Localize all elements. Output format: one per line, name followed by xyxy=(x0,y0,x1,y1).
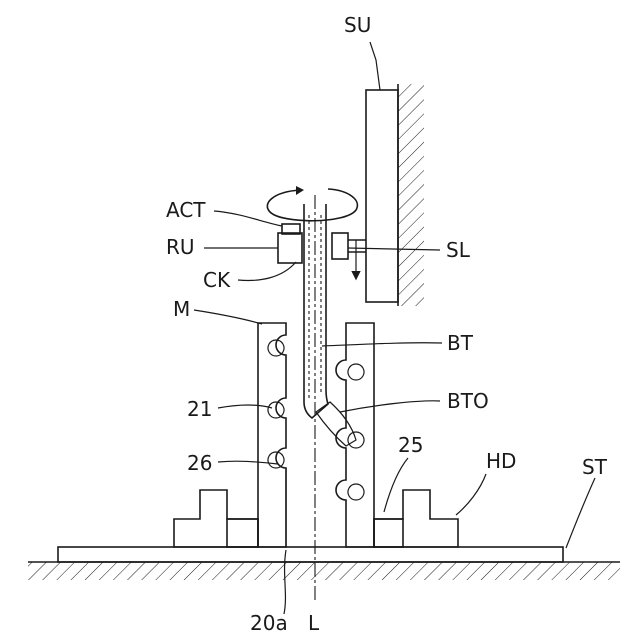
label-st: ST xyxy=(582,455,608,479)
blow-tube xyxy=(304,195,328,600)
label-20a: 20a xyxy=(250,611,288,635)
mold-right-flange xyxy=(374,519,403,547)
mold-left-flange xyxy=(227,519,258,547)
label-act: ACT xyxy=(166,198,206,222)
label-sl: SL xyxy=(446,238,471,262)
label-ru: RU xyxy=(166,235,195,259)
label-25: 25 xyxy=(398,433,423,457)
slider-block xyxy=(332,233,348,259)
label-hd: HD xyxy=(486,449,516,473)
leader-lines xyxy=(194,42,595,614)
support-wall xyxy=(366,84,424,306)
label-bt: BT xyxy=(447,331,474,355)
mold-cavity-bumps xyxy=(268,340,364,500)
mold-right-wall xyxy=(336,323,374,547)
label-ck: CK xyxy=(203,268,231,292)
label-bto: BTO xyxy=(447,389,489,413)
rotary-unit xyxy=(278,233,302,263)
label-26: 26 xyxy=(187,451,212,475)
label-21: 21 xyxy=(187,397,212,421)
ground xyxy=(28,562,620,580)
stage-plate xyxy=(58,547,563,562)
label-m: M xyxy=(173,297,190,321)
label-l: L xyxy=(308,611,320,635)
rotation-arrow xyxy=(267,186,357,221)
mold-left-wall xyxy=(258,323,286,547)
label-su: SU xyxy=(344,13,371,37)
